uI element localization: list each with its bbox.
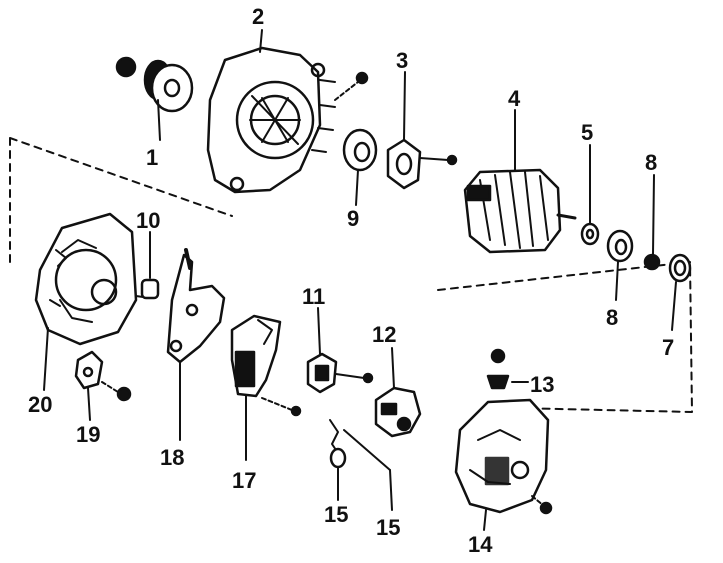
callout-labels: 1 2 3 4 5 8 9 10 8 7 11 12 13 20 19 18 1… — [28, 4, 674, 557]
part-11-terminal-insulator — [306, 307, 374, 394]
label-part-19: 19 — [76, 422, 100, 447]
part-1-pulley — [115, 56, 194, 141]
part-3-retainer-plate — [386, 71, 458, 190]
label-part-14: 14 — [468, 532, 493, 557]
part-14-rear-cover — [454, 398, 553, 531]
label-part-13: 13 — [530, 372, 554, 397]
part-12-regulator — [374, 347, 422, 438]
label-part-1: 1 — [146, 145, 158, 170]
part-15-spring — [329, 419, 393, 511]
part-13-cap — [486, 348, 529, 390]
part-7-seal-ring — [668, 253, 692, 331]
part-18-rectifier — [166, 248, 226, 441]
dashed-outline — [9, 137, 693, 413]
label-part-7: 7 — [662, 335, 674, 360]
label-part-20: 20 — [28, 392, 52, 417]
label-part-15-right: 15 — [376, 515, 400, 540]
label-part-10: 10 — [136, 208, 160, 233]
label-part-11: 11 — [302, 284, 325, 309]
part-20-end-housing — [34, 212, 151, 391]
label-part-5: 5 — [581, 120, 593, 145]
label-part-9: 9 — [347, 206, 359, 231]
part-2-drive-end-frame — [206, 29, 369, 194]
part-8-rear-bearing — [606, 229, 634, 301]
part-19-bracket — [74, 350, 132, 421]
label-part-2: 2 — [252, 4, 264, 29]
part-8-bearing-cover — [643, 174, 661, 271]
part-17-brush-holder — [230, 314, 302, 461]
label-part-12: 12 — [372, 322, 396, 347]
label-part-17: 17 — [232, 468, 256, 493]
label-part-18: 18 — [160, 445, 184, 470]
label-part-15-left: 15 — [324, 502, 348, 527]
part-5-washer — [580, 144, 600, 246]
label-part-3: 3 — [396, 48, 408, 73]
part-10-sleeve — [140, 231, 160, 300]
label-part-8-lower: 8 — [606, 305, 618, 330]
part-4-rotor — [463, 109, 577, 254]
label-part-8-upper: 8 — [645, 150, 657, 175]
label-part-4: 4 — [508, 86, 521, 111]
part-9-bearing — [342, 128, 378, 206]
